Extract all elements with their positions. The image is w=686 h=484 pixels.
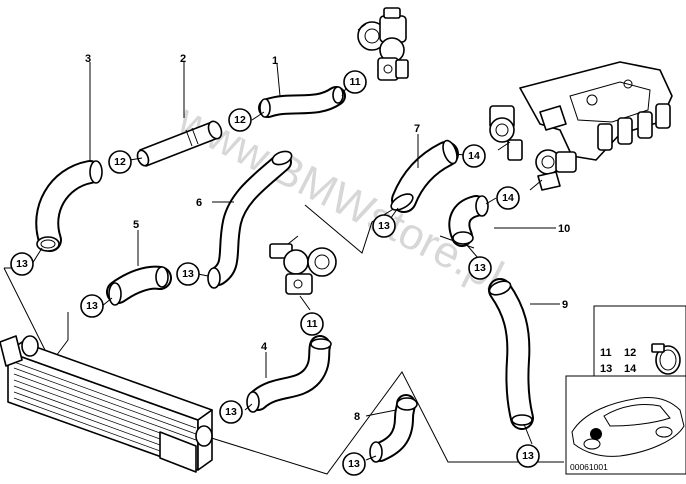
svg-text:12: 12: [234, 114, 246, 126]
callout-13-hose7: 13: [372, 214, 396, 238]
hose-1: [258, 86, 346, 118]
location-marker-icon: [590, 428, 602, 440]
car-outline-icon: [571, 397, 685, 457]
part-number-10: 10: [558, 223, 570, 235]
svg-text:13: 13: [378, 220, 390, 232]
svg-text:13: 13: [16, 258, 28, 270]
part-number-labels: 3 2 1 7 6 5 10 9 4 8: [85, 53, 570, 423]
callout-13-hose6: 13: [176, 262, 200, 286]
callout-12-c: 12: [228, 108, 252, 132]
hose-clamp-icon: [651, 343, 681, 375]
intercooler: [0, 335, 213, 473]
callouts: 11 12 12 12 13 13 13 13 13 13 13 13 14 1…: [10, 70, 540, 476]
car-locator-box: 00061001: [565, 375, 686, 475]
diagram-code: 00061001: [570, 462, 608, 472]
part-number-9: 9: [562, 299, 568, 311]
part-number-6: 6: [196, 197, 202, 209]
part-number-5: 5: [133, 219, 139, 231]
svg-text:12: 12: [114, 156, 126, 168]
part-number-7: 7: [414, 123, 420, 135]
part-number-4: 4: [261, 341, 268, 353]
hose-10: [448, 195, 489, 247]
callout-13-hose8: 13: [342, 452, 366, 476]
svg-text:13: 13: [348, 458, 360, 470]
svg-text:13: 13: [86, 300, 98, 312]
callout-13-left: 13: [10, 252, 34, 276]
hose-4: [246, 335, 332, 413]
hose-7: [390, 139, 459, 213]
callout-12-b: 12: [108, 150, 132, 174]
callout-13-hose5: 13: [80, 294, 104, 318]
svg-text:13: 13: [522, 450, 534, 462]
callout-14-top: 14: [462, 144, 486, 168]
callout-13-hose9: 13: [516, 444, 540, 468]
callout-13-hose4: 13: [219, 400, 243, 424]
hose-5: [106, 265, 172, 306]
svg-text:11: 11: [306, 318, 317, 330]
turbocharger-middle: [269, 235, 337, 295]
svg-text:13: 13: [182, 268, 194, 280]
legend-14: 14: [624, 363, 637, 375]
callout-13-hose10: 13: [468, 256, 492, 280]
part-number-2: 2: [180, 53, 186, 65]
leader-lines: [31, 62, 560, 461]
turbocharger-top: [357, 7, 409, 81]
hose-6: [207, 150, 293, 289]
intake-manifold: [489, 61, 673, 161]
hose-8: [369, 394, 418, 463]
callout-14-egr: 14: [496, 186, 520, 210]
svg-text:14: 14: [468, 150, 480, 162]
egr-valve: [535, 149, 577, 191]
svg-text:14: 14: [502, 192, 514, 204]
hose-2: [136, 120, 223, 167]
hose-9: [488, 278, 534, 430]
svg-text:11: 11: [349, 76, 360, 88]
legend-13: 13: [600, 363, 612, 375]
clamp-legend-box: 11 12 13 14: [593, 305, 686, 377]
svg-text:13: 13: [474, 262, 486, 274]
hose-3: [35, 160, 103, 252]
legend-12: 12: [624, 347, 636, 359]
part-number-1: 1: [272, 55, 278, 67]
callout-11-top: 11: [343, 70, 367, 94]
callout-11-mid: 11: [300, 312, 324, 336]
legend-11: 11: [600, 347, 612, 359]
part-number-3: 3: [85, 53, 91, 65]
svg-text:13: 13: [225, 406, 237, 418]
part-number-8: 8: [354, 411, 360, 423]
